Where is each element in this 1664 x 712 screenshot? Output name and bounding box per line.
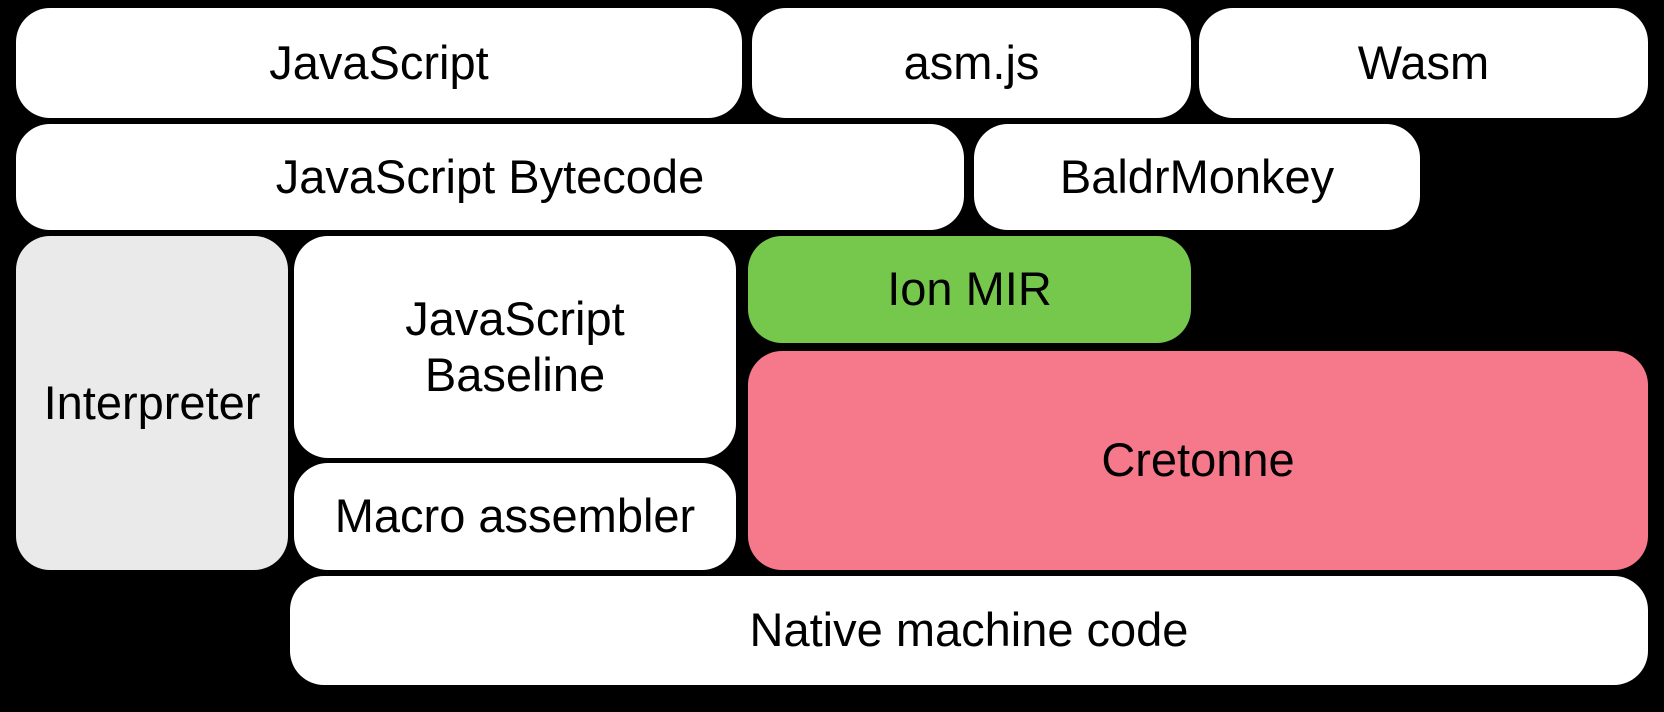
node-native-machine-code-label: Native machine code — [749, 603, 1189, 657]
node-native-machine-code: Native machine code — [290, 576, 1648, 685]
node-javascript-bytecode: JavaScript Bytecode — [16, 124, 964, 230]
node-interpreter: Interpreter — [16, 236, 288, 570]
node-macro-assembler-label: Macro assembler — [334, 489, 696, 543]
node-baldrmonkey: BaldrMonkey — [974, 124, 1420, 230]
node-ion-mir-label: Ion MIR — [887, 262, 1052, 316]
node-interpreter-label: Interpreter — [43, 375, 261, 429]
node-cretonne: Cretonne — [748, 351, 1648, 570]
node-asmjs: asm.js — [752, 8, 1191, 118]
node-asmjs-label: asm.js — [903, 35, 1040, 89]
node-javascript: JavaScript — [16, 8, 742, 118]
node-wasm-label: Wasm — [1357, 35, 1490, 89]
node-baldrmonkey-label: BaldrMonkey — [1059, 149, 1335, 203]
node-javascript-baseline: JavaScript Baseline — [294, 236, 736, 458]
node-cretonne-label: Cretonne — [1101, 433, 1295, 487]
node-javascript-label: JavaScript — [269, 35, 489, 89]
node-ion-mir: Ion MIR — [748, 236, 1191, 343]
node-wasm: Wasm — [1199, 8, 1648, 118]
node-macro-assembler: Macro assembler — [294, 463, 736, 570]
node-javascript-baseline-label: JavaScript Baseline — [405, 291, 625, 401]
node-javascript-bytecode-label: JavaScript Bytecode — [275, 149, 705, 203]
